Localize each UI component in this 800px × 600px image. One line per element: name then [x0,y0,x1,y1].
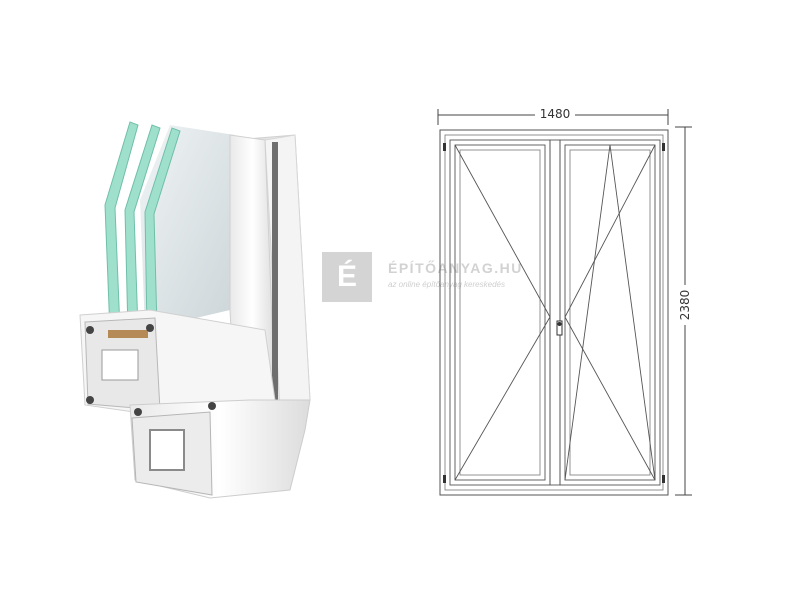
hinge-bottom-left [443,475,446,483]
gasket-4 [208,402,216,410]
right-sash [559,139,661,486]
outer-frame-inner [444,134,664,491]
center-mullion [549,139,561,486]
sash-dark-gap [272,142,278,400]
width-label: 1480 [540,107,571,121]
hinge-bottom-right [662,475,665,483]
watermark-subtitle: az online építőanyag kereskedés [388,280,505,289]
left-sash [449,139,551,486]
gasket-5 [134,408,142,416]
gasket-2 [146,324,154,332]
height-label: 2380 [678,290,692,321]
watermark-logo: É [322,252,372,302]
watermark: É ÉPÍTŐANYAG.HU az online építőanyag ker… [322,252,562,304]
gasket-1 [86,326,94,334]
window-technical-drawing: 1480 2380 [437,107,693,496]
window-profile-illustration [79,121,311,499]
glazing-bead [108,330,148,338]
gasket-3 [86,396,94,404]
hinge-top-left [443,143,446,151]
outer-frame [439,129,669,496]
sash-chamber [101,349,139,381]
handle-icon [556,320,563,336]
hinge-top-right [662,143,665,151]
frame-steel-chamber [149,429,185,471]
